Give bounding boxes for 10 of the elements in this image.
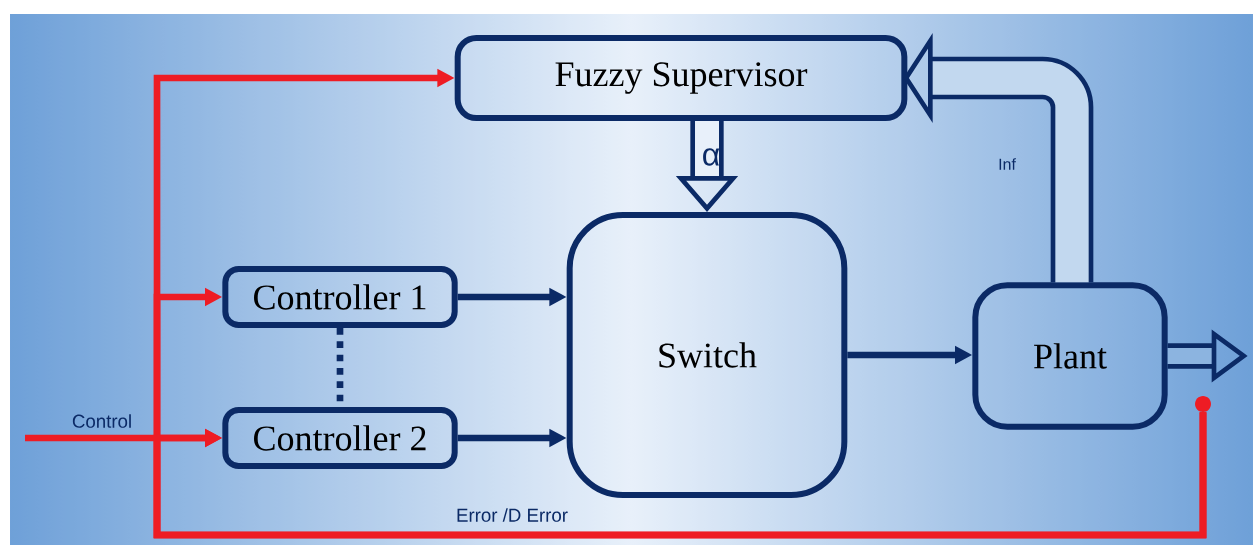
edge-label: Error /D Error xyxy=(457,508,568,522)
edge-label: Control xyxy=(72,414,131,428)
process-box: Controller 1 xyxy=(222,266,458,328)
edge-label: α xyxy=(703,148,720,166)
process-box: Switch xyxy=(566,212,848,498)
process-box: Plant xyxy=(972,282,1168,430)
edge-label: Inf xyxy=(999,158,1016,170)
process-box: Controller 2 xyxy=(222,407,458,469)
process-box: Fuzzy Supervisor xyxy=(454,35,908,121)
junction-dot xyxy=(1195,396,1211,412)
